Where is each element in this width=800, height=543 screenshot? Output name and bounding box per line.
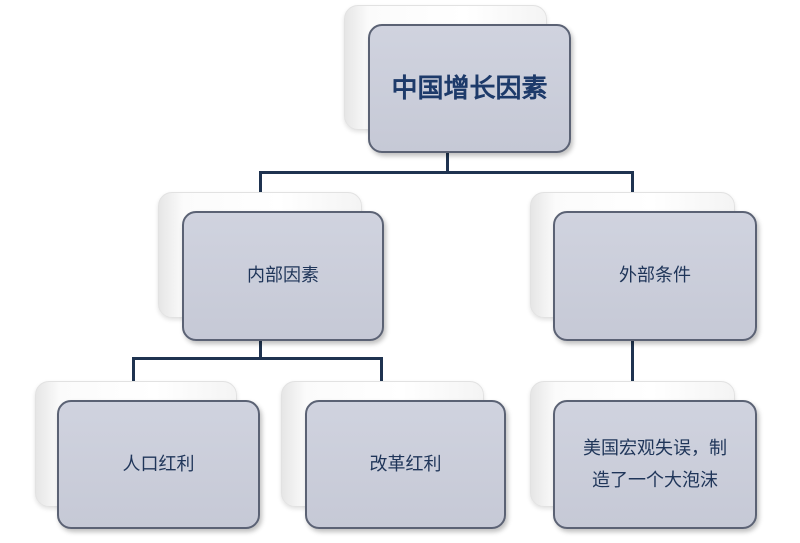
us-macro-mistake-node: 美国宏观失误，制造了一个大泡沫 xyxy=(553,400,757,529)
external-conditions-node: 外部条件 xyxy=(553,211,757,341)
connector-to-external xyxy=(631,171,634,211)
internal-factors-node: 内部因素 xyxy=(182,211,384,341)
connector-to-internal xyxy=(259,171,262,211)
connector-level2-horizontal xyxy=(132,357,383,360)
root-node-label: 中国增长因素 xyxy=(391,73,548,104)
connector-to-reform xyxy=(380,357,383,400)
us-macro-mistake-label: 美国宏观失误，制造了一个大泡沫 xyxy=(583,437,727,491)
external-conditions-label: 外部条件 xyxy=(619,265,691,286)
reform-dividend-label: 改革红利 xyxy=(369,453,442,475)
root-node: 中国增长因素 xyxy=(368,24,571,153)
population-dividend-label: 人口红利 xyxy=(122,453,195,475)
connector-root-down xyxy=(446,152,449,173)
connector-to-population xyxy=(132,357,135,400)
connector-level1-horizontal xyxy=(259,171,634,174)
connector-internal-down xyxy=(259,340,262,359)
population-dividend-node: 人口红利 xyxy=(57,400,260,529)
reform-dividend-node: 改革红利 xyxy=(305,400,506,529)
internal-factors-label: 内部因素 xyxy=(247,265,319,286)
connector-external-down xyxy=(631,340,634,400)
